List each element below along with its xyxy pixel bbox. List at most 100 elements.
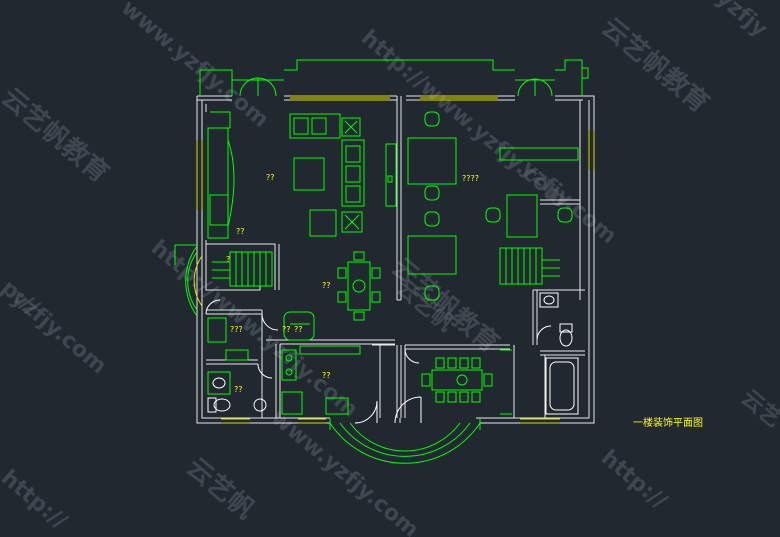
window-bottom-right [520,418,560,424]
bay-arc-inner [193,255,203,307]
entry-door-swing-2 [354,400,378,424]
top-parapet [284,59,515,71]
room-label-pantry: ?? [322,371,331,380]
bed-headboard [207,127,229,239]
table-centerpiece [456,374,468,386]
kitchen-side-wall [275,344,281,418]
desk-lower [407,235,457,275]
toilet-bowl [213,398,231,412]
bathtub-inner [549,361,575,411]
vanity [207,371,231,395]
chair [471,391,481,403]
office-chair [424,111,440,127]
stair-right [499,247,560,285]
porch-posts [329,418,481,430]
dining-furniture [337,251,381,321]
chair [459,357,469,369]
meeting-furniture [421,349,512,415]
landing-lines [542,259,560,277]
porch-arc-inner [349,422,461,452]
sofa-cushion [345,185,361,203]
sofa-cushion [345,165,361,183]
entrance-porch [329,396,481,464]
sofa-cushion [311,117,327,135]
bathroom-right-fixtures [536,292,579,415]
room-labels: ?? ?? ?? ? ?? ??? ?? ?? ?? ???? [226,173,479,394]
window-top-office [420,95,498,101]
chair [471,357,481,369]
room-label-bedroom: ?? [266,173,275,182]
office-chair [424,285,440,301]
porch-arc-outer [329,422,481,464]
cabinet-line [500,349,512,415]
door-swing [404,348,420,364]
sofa-right [341,139,365,207]
chair [371,267,381,279]
bathroom-left-fixtures [207,371,267,413]
bar-counter [283,311,315,341]
bay-arc-mid [187,251,198,311]
office-furniture [407,111,579,301]
balcony-left [199,69,233,96]
watermark-text: http:// [0,465,72,534]
office-chair [424,211,440,227]
coffee-table [293,157,325,191]
tv-marker [387,175,393,183]
office-chair [424,185,440,201]
interior-doors [205,299,420,379]
stair-treads [235,252,267,286]
toilet-tank [207,397,217,413]
window-bottom-left [221,418,250,424]
landing-lines [212,261,230,279]
window-top-living [290,95,390,101]
balcony-right [555,59,583,96]
kitchen-counter [299,345,361,355]
dining-table [347,261,371,311]
side-table [341,211,363,233]
window-right-side [588,130,595,170]
porch-arc-mid [339,422,471,457]
chair [337,267,347,279]
room-label-office: ???? [462,174,479,183]
stair-box [499,247,543,285]
lamp-cross [344,120,358,134]
appliance [225,349,249,361]
burner [285,354,293,362]
toilet-bowl [559,329,573,347]
chair [435,357,445,369]
toilet-wall [532,289,585,345]
floor-drain [253,398,267,412]
stair-box [229,251,273,287]
french-door-right [517,78,553,97]
door-swing [536,325,552,341]
office-chair [485,207,501,223]
watermark-text: 云艺帆 [181,452,260,525]
bath-wall [206,359,258,365]
window-left-side [196,140,203,210]
basin [543,295,555,305]
watermark-text: yzfjy [711,0,772,42]
windows [196,95,595,424]
watermark-text: 云艺帆教育 [596,12,716,119]
chair [459,391,469,403]
door-swing [261,313,279,331]
french-door-left [239,77,277,97]
stove [281,349,297,381]
chair [435,391,445,403]
watermark-text: yzfjy.com [6,285,111,379]
stair-left [212,251,273,287]
lamp-cross [344,214,360,230]
basin-cabinet [539,292,559,308]
chair [421,373,431,387]
service-furniture [207,311,361,415]
room-label-dining: ?? [294,325,303,334]
watermark-text: 云艺 [736,385,780,433]
room-label-kitchen: ?? [282,325,291,334]
basin [212,377,226,389]
right-lower-wall [405,344,515,418]
toilet-tank [559,323,573,333]
room-label-hall: ?? [322,281,331,290]
room-label-kitchen-small: ??? [230,325,243,334]
